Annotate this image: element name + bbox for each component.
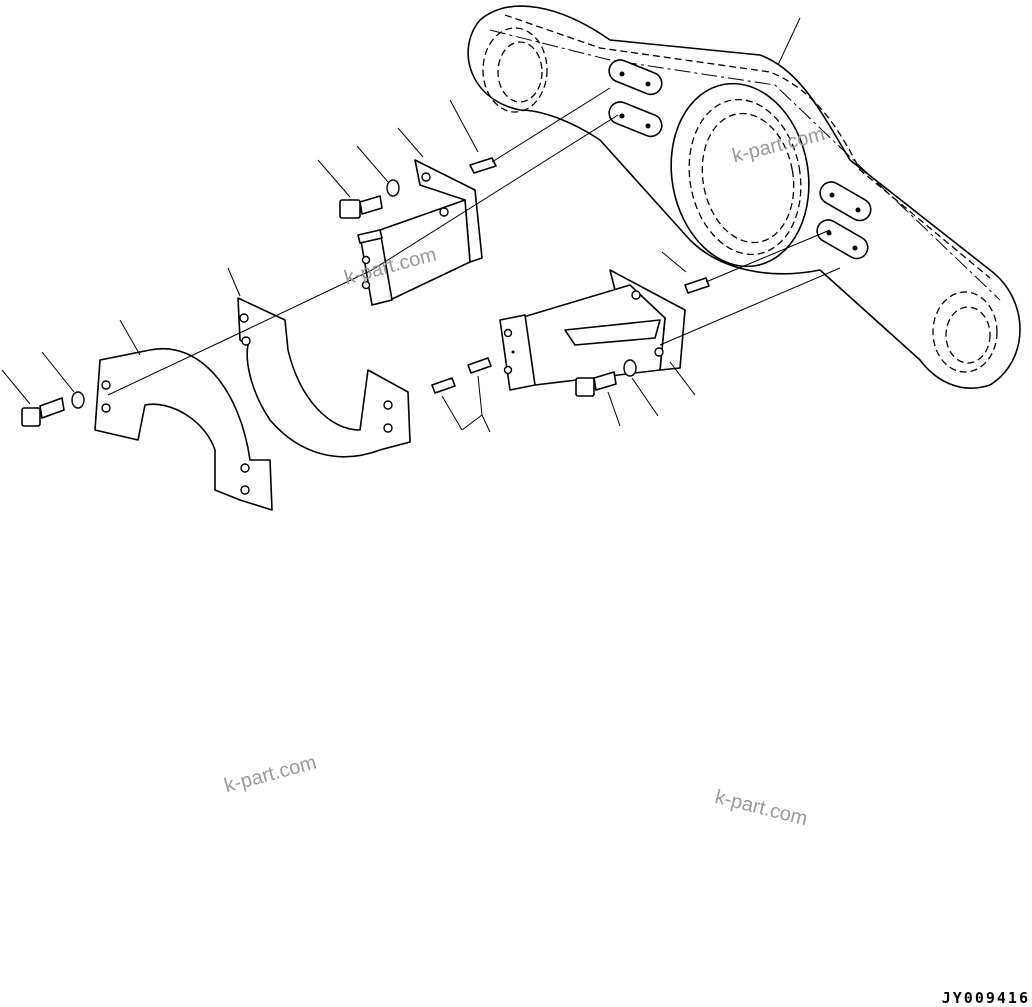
washer-lower (623, 359, 637, 377)
upper-bracket (357, 159, 483, 306)
bolt-left (21, 407, 41, 427)
bolt-upper (339, 199, 361, 219)
dowel-b (467, 357, 492, 374)
lower-bracket (499, 269, 686, 391)
cap-small (94, 347, 273, 511)
dowel-a (431, 377, 456, 394)
pin-lower (684, 277, 710, 294)
leader-lines (1, 17, 841, 433)
equalizer-beam (467, 5, 1021, 389)
bolt-lower (575, 377, 595, 397)
drawing-code: JY009416 (941, 989, 1030, 1007)
washer-upper (386, 179, 400, 197)
washer-left (71, 391, 85, 409)
hardware (21, 157, 710, 427)
cap-large (237, 297, 411, 458)
pin-upper (469, 157, 497, 174)
